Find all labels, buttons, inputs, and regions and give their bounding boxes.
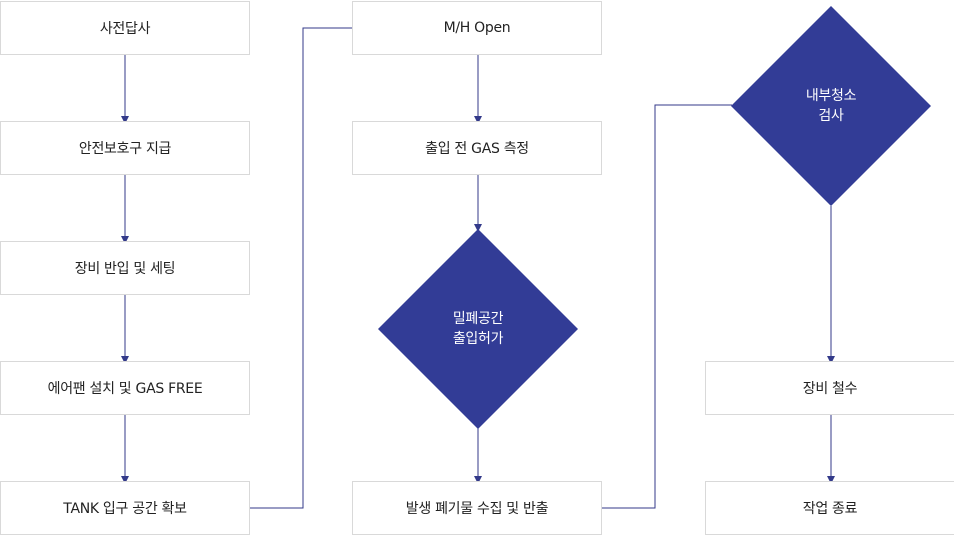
step-box-work-complete: 작업 종료: [705, 481, 954, 535]
step-label: 작업 종료: [802, 501, 858, 517]
step-label: 사전답사: [99, 21, 151, 37]
step-box-equipment-setup: 장비 반입 및 세팅: [0, 241, 250, 295]
decision-diamond-1: [378, 229, 578, 429]
step-label: 출입 전 GAS 측정: [425, 141, 529, 157]
step-box-mh-open: M/H Open: [352, 1, 602, 55]
step-box-airfan-gasfree: 에어팬 설치 및 GAS FREE: [0, 361, 250, 415]
step-label: 장비 반입 및 세팅: [74, 261, 176, 277]
decision-label-confined-space: 밀폐공간 출입허가: [452, 311, 504, 347]
step-box-gas-measure: 출입 전 GAS 측정: [352, 121, 602, 175]
step-label: 에어팬 설치 및 GAS FREE: [47, 381, 203, 397]
step-label: 안전보호구 지급: [78, 141, 172, 157]
connector-8-decision2: [602, 104, 732, 509]
step-box-equipment-withdraw: 장비 철수: [705, 361, 954, 415]
decision-label-inspection: 내부청소 검사: [805, 88, 857, 124]
step-label: 발생 폐기물 수집 및 반출: [405, 501, 549, 517]
decision-diamond-2: [731, 6, 931, 206]
step-label: M/H Open: [443, 20, 511, 36]
step-label: TANK 입구 공간 확보: [63, 501, 187, 517]
step-box-waste-removal: 발생 폐기물 수집 및 반출: [352, 481, 602, 535]
step-label: 장비 철수: [802, 381, 858, 397]
step-box-ppe: 안전보호구 지급: [0, 121, 250, 175]
step-box-tank-entrance: TANK 입구 공간 확보: [0, 481, 250, 535]
connector-5-6: [250, 27, 352, 509]
step-box-site-survey: 사전답사: [0, 1, 250, 55]
